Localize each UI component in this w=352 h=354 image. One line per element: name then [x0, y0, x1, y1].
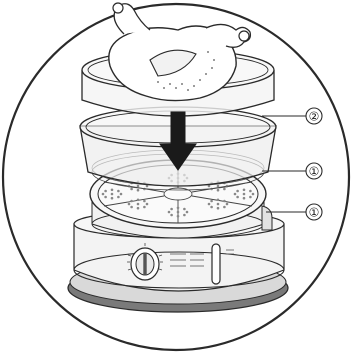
- basket-hole: [177, 215, 180, 218]
- basket-hole: [130, 200, 133, 203]
- callout-label-ring: ①: [309, 206, 320, 220]
- basket-hole: [170, 214, 173, 217]
- basket-hole: [234, 193, 237, 196]
- callout-label-basket: ①: [309, 165, 320, 179]
- basket-hole: [236, 196, 239, 199]
- basket-hole: [243, 189, 246, 192]
- basket-hole: [223, 188, 226, 191]
- basket-hole: [186, 211, 189, 214]
- basket-hole: [223, 206, 226, 209]
- basket-hole: [111, 197, 114, 200]
- basket-hole: [226, 203, 229, 206]
- basket-hole: [217, 189, 220, 192]
- basket-hole: [183, 208, 186, 211]
- basket-hole: [130, 206, 133, 209]
- callout-label-bowl: ②: [309, 110, 320, 124]
- basket-hole: [143, 200, 146, 203]
- basket-hole: [217, 203, 220, 206]
- basket-hole: [104, 196, 107, 199]
- basket-hole: [177, 211, 180, 214]
- basket-hole: [137, 189, 140, 192]
- basket-hole: [137, 199, 140, 202]
- basket-hole: [217, 207, 220, 210]
- basket-hole: [170, 208, 173, 211]
- basket-hole: [210, 206, 213, 209]
- basket-hole: [217, 185, 220, 188]
- basket-hole: [249, 196, 252, 199]
- basket-hole: [243, 197, 246, 200]
- basket-hole: [102, 193, 105, 196]
- basket-hole: [111, 193, 114, 196]
- basket-hole: [117, 196, 120, 199]
- basket-hole: [130, 188, 133, 191]
- basket-hole: [177, 207, 180, 210]
- basket-hole: [137, 207, 140, 210]
- basket-hole: [120, 193, 123, 196]
- basket-hole: [104, 190, 107, 193]
- basket-hole: [111, 189, 114, 192]
- basket-hole: [210, 200, 213, 203]
- basket-hole: [217, 199, 220, 202]
- water-level-window: [212, 244, 220, 284]
- basket-hole: [252, 193, 255, 196]
- basket-hole: [168, 211, 171, 214]
- basket-hole: [137, 185, 140, 188]
- basket-hole: [223, 200, 226, 203]
- basket-hole: [117, 190, 120, 193]
- basket-hole: [208, 203, 211, 206]
- basket-hole: [243, 193, 246, 196]
- basket-hole: [183, 214, 186, 217]
- basket-hole: [236, 190, 239, 193]
- basket-hole: [249, 190, 252, 193]
- basket-hole: [128, 203, 131, 206]
- basket-hole: [146, 203, 149, 206]
- basket-hole: [143, 206, 146, 209]
- basket-hole: [137, 203, 140, 206]
